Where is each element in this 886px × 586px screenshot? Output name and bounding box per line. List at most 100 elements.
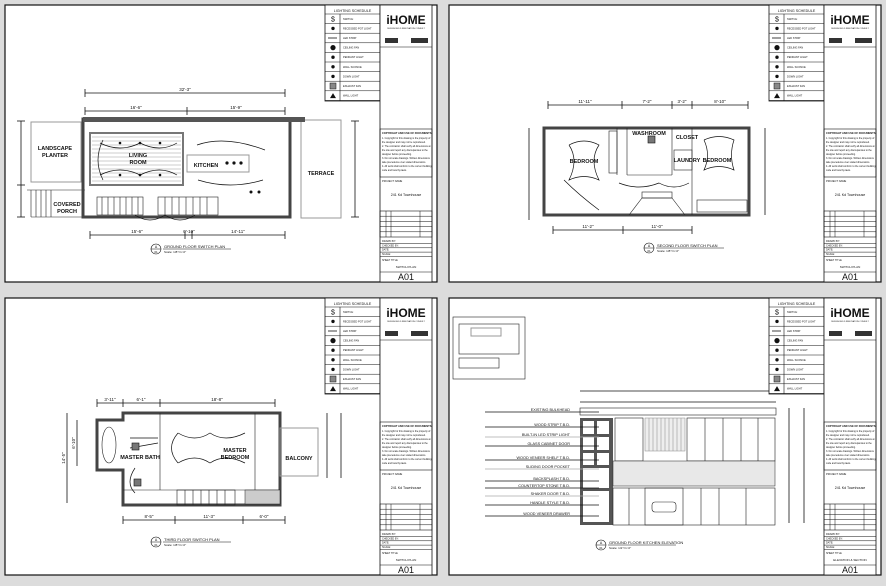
notes-title: COPYRIGHT AND USE OF DOCUMENTS	[826, 424, 876, 428]
sheet-name: SWITCH PLAN	[396, 265, 417, 269]
schedule-item-label: WALL SCONCE	[787, 358, 806, 362]
exhaust-fan-icon	[773, 375, 781, 383]
second-floor-plan: 11'-11" 7'-2" 3'-2" 8'-10" 11'-2" 11'-0"	[528, 99, 766, 234]
revision-table	[379, 503, 433, 531]
ref-letter: A	[648, 244, 651, 248]
notes-box	[379, 128, 433, 178]
range-oven	[644, 487, 684, 526]
schedule-item-label: SWITCH	[787, 17, 797, 21]
sheet-second-floor[interactable]: 11'-11" 7'-2" 3'-2" 8'-10" 11'-2" 11'-0"	[448, 4, 882, 283]
callout-label: SHAKER DOOR T.B.D.	[531, 492, 570, 496]
dim-4: 8'-10"	[714, 99, 726, 104]
project-name: 241 Kd Townhouse	[391, 486, 422, 490]
ref-sheet: 01	[154, 543, 158, 547]
schedule-item-label: CEILING FAN	[343, 46, 359, 50]
sheet-ground-floor[interactable]: 32'-3" 16'-6" 15'-9" 15'-6" 0'-10" 14'-1…	[4, 4, 438, 283]
bulkhead	[579, 407, 777, 416]
project-name: 241 Kd Townhouse	[835, 486, 866, 490]
room-label-closet: CLOSET	[676, 135, 699, 141]
company-logo: iHOME	[830, 13, 869, 27]
switch-icon: $	[331, 16, 335, 23]
schedule-item-label: WALL LIGHT	[787, 94, 803, 98]
note-line: the site and report any discrepancies to…	[826, 149, 872, 152]
pendant-icon	[331, 55, 335, 59]
room-label-laundry: LAUNDRY	[674, 158, 701, 164]
notes-title: COPYRIGHT AND USE OF DOCUMENTS	[382, 424, 432, 428]
sheet-number: A01	[398, 272, 414, 282]
note-line: 3. Do not scale drawings. Written dimens…	[382, 450, 431, 453]
note-line: the site and report any discrepancies to…	[382, 149, 428, 152]
field-label: CHECKED BY:	[382, 537, 399, 540]
schedule-item-label: DOWN LIGHT	[343, 74, 360, 78]
title-block-frame	[823, 4, 877, 283]
callout-label: BACKSPLASH T.B.D.	[533, 477, 570, 481]
note-line: 4. All work shall conform to the current…	[382, 458, 432, 461]
sheet-title-label: SHEET TITLE	[826, 259, 842, 262]
key-plan-thumbnail	[452, 316, 526, 380]
room-label-landscape: LANDSCAPE	[38, 146, 73, 152]
ceiling-fan-icon	[774, 45, 780, 51]
schedule-item-label: SWITCH	[343, 310, 353, 314]
drawing-scale: Scale: 1/8"=1'-0"	[164, 543, 186, 547]
dimension-lines	[528, 101, 766, 234]
dim-5: 11'-2"	[582, 224, 594, 229]
schedule-item-label: CEILING FAN	[343, 339, 359, 343]
note-line: 4. All work shall conform to the current…	[826, 165, 876, 168]
switch-icon: $	[775, 309, 779, 316]
ref-sheet: 01	[154, 250, 158, 254]
schedule-item-label: CEILING FAN	[787, 339, 803, 343]
schedule-item-label: WALL SCONCE	[787, 65, 806, 69]
field-label: DRAWN BY:	[826, 240, 840, 243]
drawing-title: SECOND FLOOR SWITCH PLAN	[657, 243, 718, 248]
dim-5: 11'-3"	[203, 514, 215, 519]
field-label: DATE:	[826, 542, 833, 545]
room-label-living: LIVING	[129, 153, 147, 159]
project-label: PROJECT NAME	[826, 472, 847, 476]
callout-label: SLIDING DOOR POCKET	[526, 465, 571, 469]
third-floor-plan: 3'-11" 6'-1" 18'-8" 8'-5" 11'-3" 6'-0" 1…	[61, 397, 342, 524]
note-line: 4. All work shall conform to the current…	[382, 165, 432, 168]
room-label-master: MASTER	[223, 448, 246, 454]
schedule-item-label: PENDANT LIGHT	[787, 55, 808, 59]
note-line: 1. Copyright for this drawing is the pro…	[382, 430, 431, 433]
sheet-third-floor[interactable]: 3'-11" 6'-1" 18'-8" 8'-5" 11'-3" 6'-0" 1…	[4, 297, 438, 576]
ceiling-slats	[92, 136, 181, 182]
balcony	[279, 427, 319, 477]
schedule-item-label: WALL LIGHT	[787, 387, 803, 391]
wall-light-icon	[774, 93, 780, 99]
revision-table	[823, 503, 877, 531]
note-line: 2. The contractor shall verify all dimen…	[826, 438, 875, 441]
ceiling-fan-icon	[330, 338, 336, 344]
schedule-item-label: WALL LIGHT	[343, 387, 359, 391]
dim-1: 3'-11"	[104, 397, 116, 402]
field-label: SCALE:	[826, 546, 835, 549]
room-label-planter: PLANTER	[42, 153, 68, 159]
field-label: CHECKED BY:	[826, 244, 843, 247]
note-line: the designer and may not be reproduced.	[382, 141, 426, 144]
notes-box	[823, 128, 877, 178]
dim-2: 7'-2"	[643, 99, 652, 104]
drawing-title: GROUND FLOOR KITCHEN ELEVATION	[609, 540, 683, 545]
schedule-item-label: PENDANT LIGHT	[343, 348, 364, 352]
drawing-scale: Scale: 1/2"=1'-0"	[609, 546, 631, 550]
exhaust-fan-icon	[133, 478, 142, 487]
ref-letter: A	[600, 541, 603, 545]
sheet-name: SWITCH PLAN	[840, 265, 861, 269]
note-line: 2. The contractor shall verify all dimen…	[826, 145, 875, 148]
notes-title: COPYRIGHT AND USE OF DOCUMENTS	[826, 131, 876, 135]
note-line: designer before proceeding.	[826, 153, 856, 156]
dimension-lines	[17, 89, 359, 239]
note-line: code and local by-laws.	[382, 462, 407, 465]
downlight-icon	[775, 367, 779, 372]
wall-sconce-icon	[775, 65, 779, 69]
pendant-icon	[775, 55, 779, 59]
dim-right: 15'-9"	[230, 105, 242, 110]
kitchen-elevation	[579, 390, 805, 526]
company-tagline: DESIGN BUILD RENOVATION CONSULT	[831, 27, 869, 30]
wood-strip	[644, 417, 686, 452]
